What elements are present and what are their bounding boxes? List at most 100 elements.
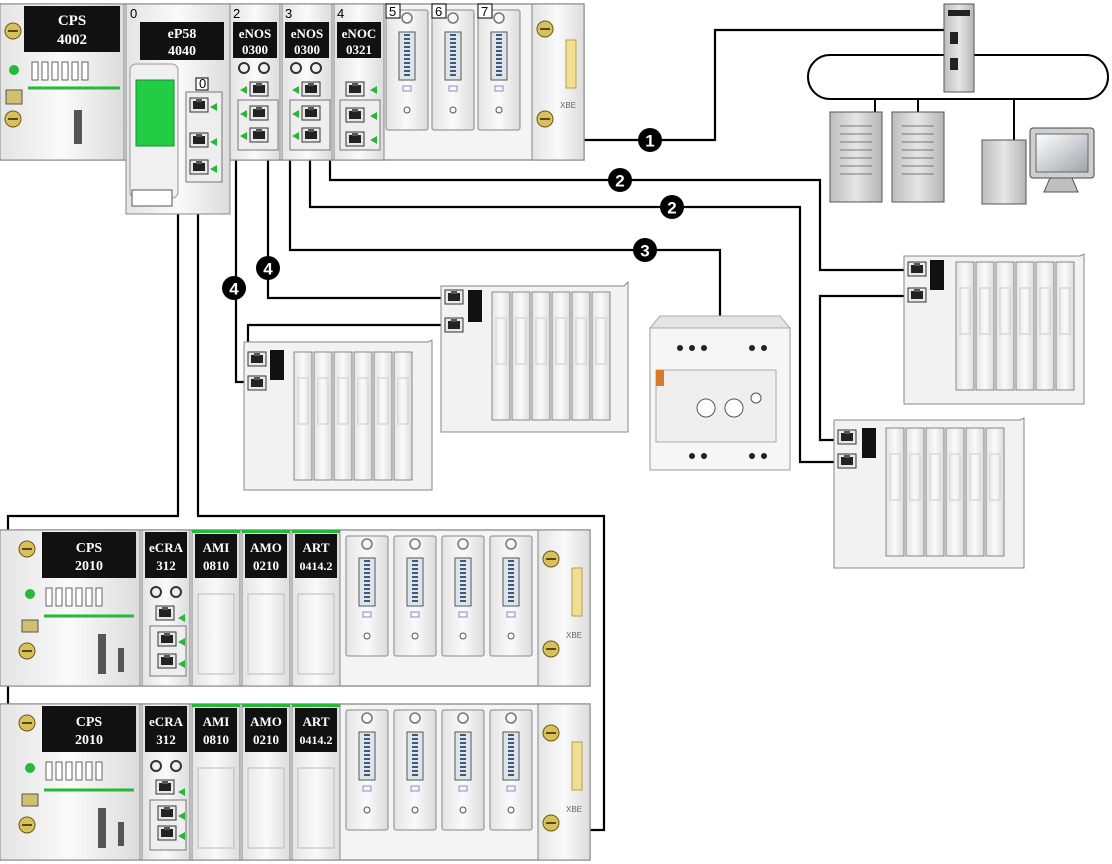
- cpu-vent: [131, 189, 173, 207]
- module-label-line1: eP58: [168, 27, 197, 42]
- server-icon: [829, 111, 883, 203]
- led-icon: [9, 65, 19, 75]
- callout-4-lower: 4: [222, 276, 246, 300]
- module-label-line2: 0810: [203, 558, 229, 573]
- callouts: 1 2 2 3 4 4: [222, 128, 684, 300]
- module-label-line2: 0210: [253, 732, 279, 747]
- rotary-switch-icon[interactable]: [310, 62, 322, 74]
- sd-card-slot: [135, 79, 175, 147]
- workstation-icon: [981, 127, 1095, 205]
- dial-icon[interactable]: [696, 398, 716, 418]
- module-header: [145, 706, 187, 752]
- module-label-line1: eNOS: [239, 26, 272, 41]
- rotary-switch-icon[interactable]: [258, 62, 270, 74]
- cable-right-dio-chain: [818, 294, 906, 442]
- reset-button[interactable]: [21, 619, 39, 633]
- module-label-line2: 0810: [203, 732, 229, 747]
- ethernet-port[interactable]: [444, 289, 464, 305]
- ethernet-port[interactable]: [157, 805, 177, 821]
- screw-icon: [18, 816, 36, 834]
- ethernet-port[interactable]: [189, 97, 209, 113]
- slot-number: 3: [285, 6, 292, 21]
- terminal-block: [74, 110, 82, 144]
- io-module: [442, 536, 484, 656]
- rotary-switch-icon[interactable]: [150, 760, 162, 772]
- ethernet-port[interactable]: [157, 653, 177, 669]
- port-label: 0: [199, 76, 206, 91]
- rack-extender: XBE: [537, 529, 591, 687]
- module-header: [295, 534, 337, 578]
- callout-1: 1: [638, 128, 662, 152]
- ethernet-port[interactable]: [249, 105, 269, 121]
- xbe-label: XBE: [566, 631, 582, 640]
- ethernet-port[interactable]: [345, 131, 365, 147]
- slot-number: 7: [481, 4, 488, 19]
- screw-icon: [536, 110, 554, 128]
- ethernet-port[interactable]: [907, 287, 927, 303]
- ethernet-port[interactable]: [157, 825, 177, 841]
- ecra-module: eCRA 312: [141, 703, 191, 861]
- dio-drop-lower-right: [833, 417, 1025, 569]
- callout-number: 3: [640, 242, 649, 261]
- callout-number: 4: [229, 280, 239, 299]
- ethernet-port[interactable]: [157, 631, 177, 647]
- amo-module: AMO 0210: [241, 529, 291, 687]
- rotary-switch-icon[interactable]: [150, 586, 162, 598]
- module-label-line1: ART: [303, 714, 330, 729]
- rotary-switch-icon[interactable]: [238, 62, 250, 74]
- ethernet-port[interactable]: [907, 261, 927, 277]
- slot-number: 6: [435, 4, 442, 19]
- module-label-line2: 0414.2: [300, 733, 333, 747]
- ethernet-port[interactable]: [247, 375, 267, 391]
- ethernet-port[interactable]: [155, 779, 175, 795]
- rotary-switch-icon[interactable]: [290, 62, 302, 74]
- ethernet-port[interactable]: [444, 317, 464, 333]
- callout-4-upper: 4: [256, 256, 280, 280]
- screw-icon: [542, 640, 560, 658]
- module-label-line2: 0414.2: [300, 559, 333, 573]
- ethernet-port[interactable]: [189, 132, 209, 148]
- io-module-slot5: 5: [386, 3, 428, 130]
- ethernet-port[interactable]: [247, 351, 267, 367]
- ethernet-port[interactable]: [301, 81, 321, 97]
- reset-button[interactable]: [5, 89, 23, 105]
- ethernet-port[interactable]: [189, 159, 209, 175]
- ethernet-port[interactable]: [345, 81, 365, 97]
- slot-number: 4: [337, 6, 344, 21]
- module-header: [42, 706, 136, 752]
- xbe-label: XBE: [560, 101, 576, 110]
- module-label-line1: AMI: [203, 714, 230, 729]
- remote-power-supply: CPS 2010: [0, 529, 141, 687]
- ethernet-port[interactable]: [837, 429, 857, 445]
- callout-2-lower: 2: [660, 195, 684, 219]
- port-label-box: [195, 77, 209, 91]
- screw-icon: [18, 714, 36, 732]
- io-module: [346, 710, 388, 830]
- callout-2-upper: 2: [608, 168, 632, 192]
- dial-icon[interactable]: [724, 398, 744, 418]
- module-label-line2: 0210: [253, 558, 279, 573]
- ethernet-port[interactable]: [155, 605, 175, 621]
- screw-icon: [18, 540, 36, 558]
- ethernet-port[interactable]: [837, 453, 857, 469]
- rotary-switch-icon[interactable]: [170, 586, 182, 598]
- ethernet-port[interactable]: [301, 127, 321, 143]
- module-label-line2: 0300: [242, 42, 268, 57]
- io-module-slot6: 6: [432, 3, 474, 130]
- module-label-line2: 0300: [294, 42, 320, 57]
- module-label-line1: CPS: [76, 541, 103, 556]
- reset-button[interactable]: [21, 793, 39, 807]
- module-header: [245, 708, 287, 752]
- module-header: [245, 534, 287, 578]
- module-header: [285, 22, 329, 58]
- ethernet-port[interactable]: [249, 127, 269, 143]
- ethernet-port[interactable]: [301, 105, 321, 121]
- module-label-line2: 2010: [75, 559, 103, 574]
- slot-number: 5: [389, 4, 396, 19]
- ethernet-port[interactable]: [345, 107, 365, 123]
- control-network: [807, 3, 1109, 205]
- screw-icon: [4, 22, 22, 40]
- ethernet-port[interactable]: [249, 81, 269, 97]
- rotary-switch-icon[interactable]: [170, 760, 182, 772]
